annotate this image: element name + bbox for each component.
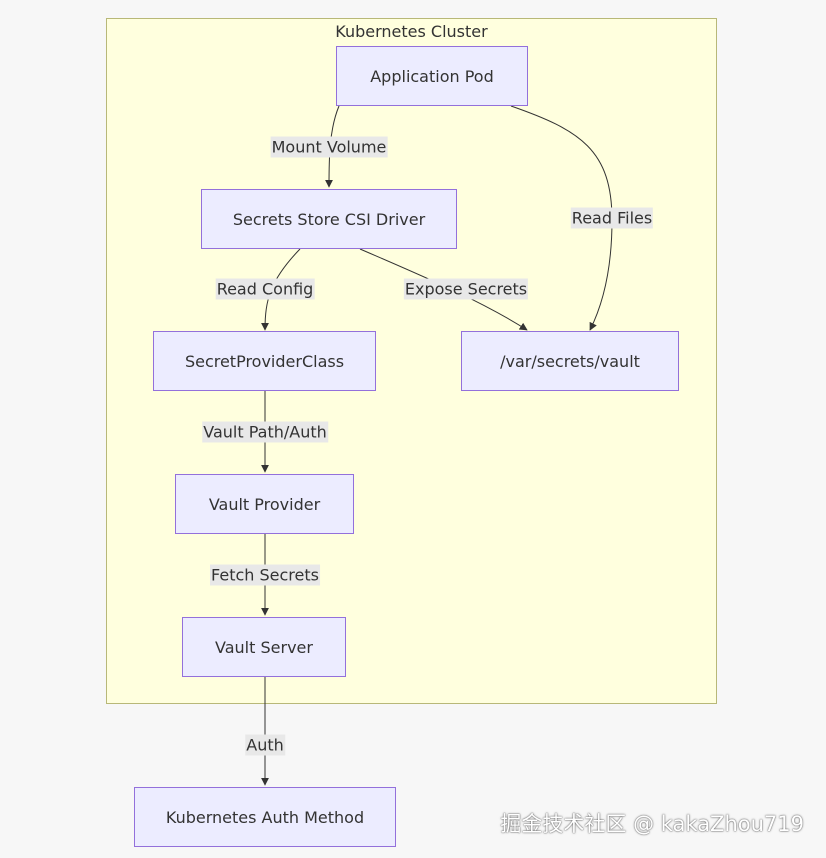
- node-vault-provider-label: Vault Provider: [208, 494, 321, 514]
- cluster-title: Kubernetes Cluster: [335, 22, 488, 41]
- node-var-secrets-vault: /var/secrets/vault: [461, 331, 679, 391]
- edge-label-vault-path-auth: Vault Path/Auth: [202, 421, 328, 443]
- node-kubernetes-auth-method: Kubernetes Auth Method: [134, 787, 396, 847]
- node-secret-provider-class-label: SecretProviderClass: [184, 351, 345, 371]
- node-secret-provider-class: SecretProviderClass: [153, 331, 376, 391]
- node-vault-server-label: Vault Server: [215, 637, 313, 657]
- edge-label-expose-secrets: Expose Secrets: [403, 278, 529, 300]
- node-secrets-store-csi-driver: Secrets Store CSI Driver: [201, 189, 457, 249]
- node-application-pod-label: Application Pod: [370, 66, 494, 86]
- node-application-pod: Application Pod: [336, 46, 528, 106]
- node-vault-provider: Vault Provider: [175, 474, 354, 534]
- edge-label-mount-volume: Mount Volume: [270, 136, 388, 158]
- edge-label-fetch-secrets: Fetch Secrets: [210, 564, 320, 586]
- edge-label-read-files: Read Files: [570, 207, 654, 229]
- edge-label-read-config: Read Config: [215, 278, 315, 300]
- watermark: 掘金技术社区 @ kakaZhou719: [500, 812, 804, 836]
- node-var-secrets-vault-label: /var/secrets/vault: [500, 351, 640, 371]
- node-vault-server: Vault Server: [182, 617, 346, 677]
- edge-label-auth: Auth: [245, 734, 285, 756]
- node-kubernetes-auth-method-label: Kubernetes Auth Method: [165, 807, 365, 827]
- node-secrets-store-csi-driver-label: Secrets Store CSI Driver: [232, 209, 426, 229]
